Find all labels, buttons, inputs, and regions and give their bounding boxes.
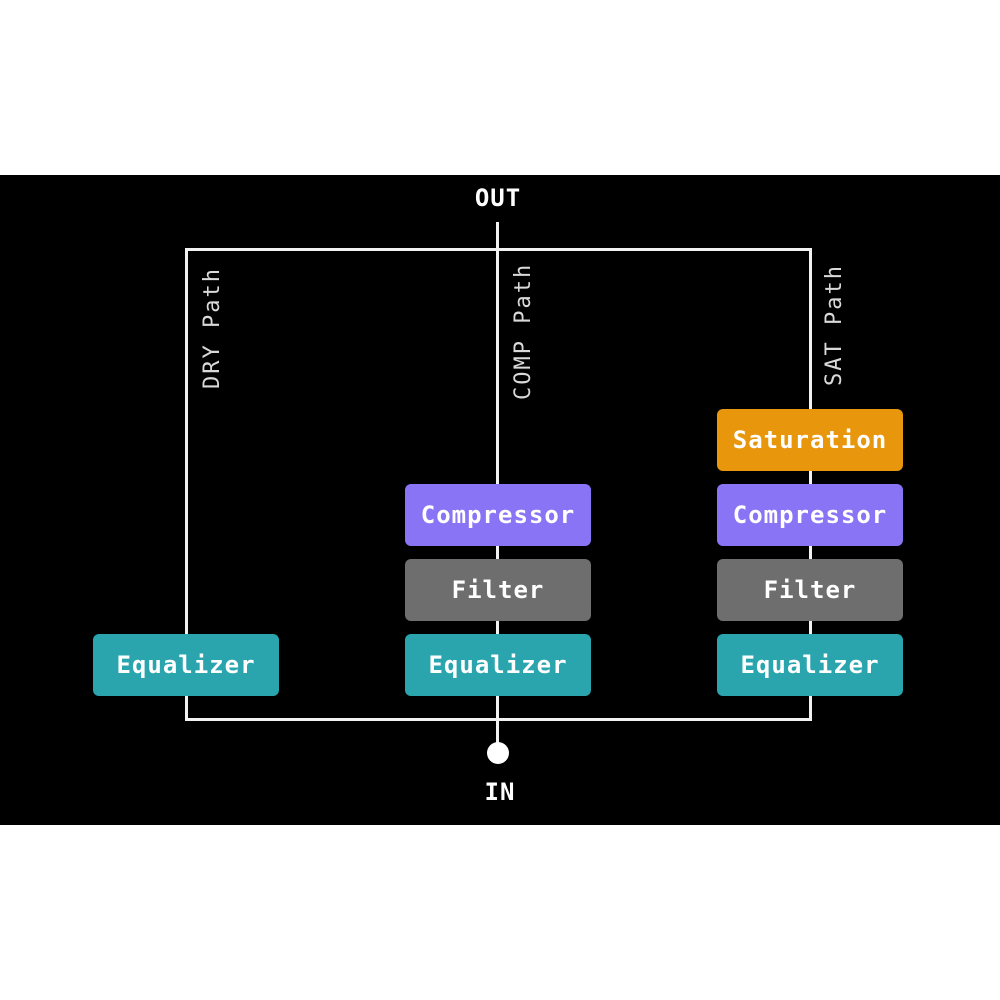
sat-equalizer-block: Equalizer bbox=[717, 634, 903, 696]
in-label: IN bbox=[484, 778, 516, 806]
comp-equalizer-block: Equalizer bbox=[405, 634, 591, 696]
input-node-dot bbox=[487, 742, 509, 764]
out-wire bbox=[496, 222, 499, 250]
out-label: OUT bbox=[474, 184, 522, 212]
sat-compressor-block: Compressor bbox=[717, 484, 903, 546]
comp-path-label: COMP Path bbox=[511, 262, 536, 400]
sat-filter-block: Filter bbox=[717, 559, 903, 621]
dry-equalizer-block: Equalizer bbox=[93, 634, 279, 696]
comp-compressor-block: Compressor bbox=[405, 484, 591, 546]
comp-filter-block: Filter bbox=[405, 559, 591, 621]
in-wire bbox=[496, 718, 499, 753]
sat-saturation-block: Saturation bbox=[717, 409, 903, 471]
dry-path-label: DRY Path bbox=[200, 267, 225, 389]
dry-path-wire bbox=[185, 248, 188, 721]
sat-path-label: SAT Path bbox=[822, 264, 847, 386]
signal-flow-diagram: OUT IN DRY Path COMP Path SAT Path Equal… bbox=[0, 175, 1000, 825]
